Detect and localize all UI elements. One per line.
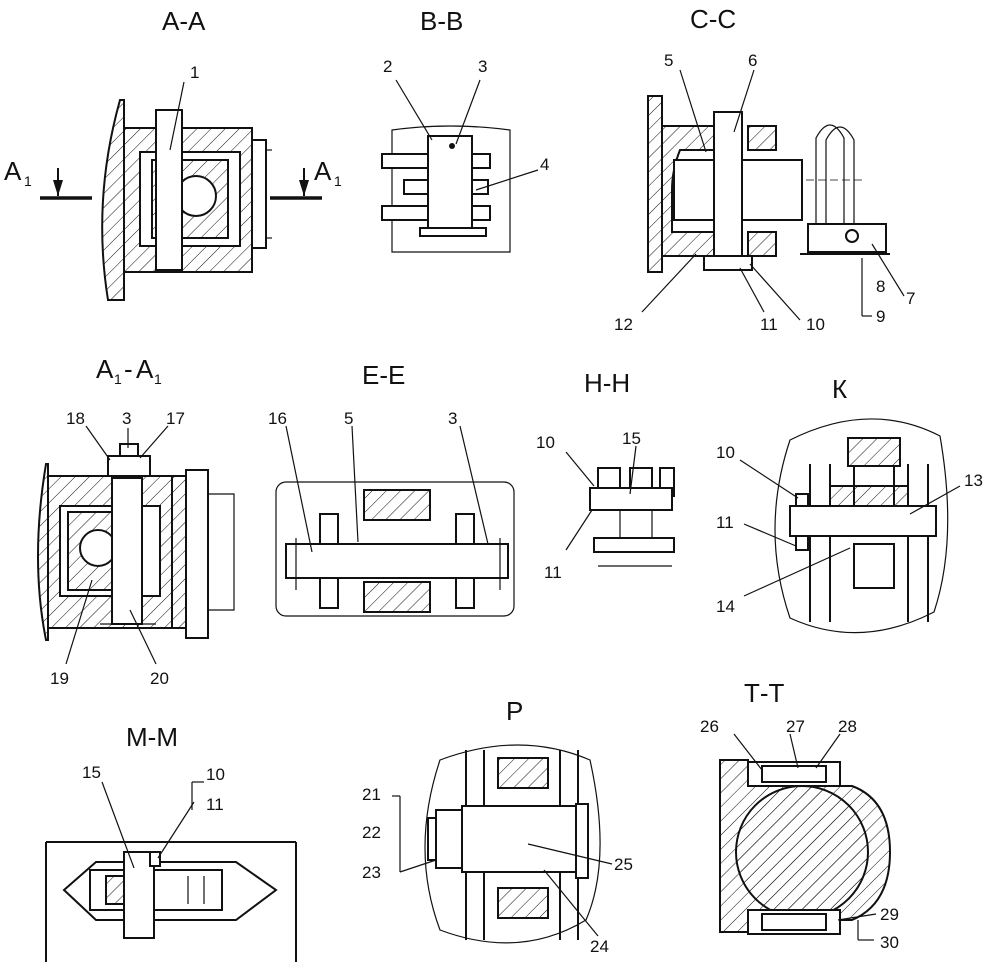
view-c-c-title: С-С: [690, 4, 736, 34]
view-t-t: Т-Т 26 27 28 29 30: [700, 678, 899, 952]
pin-20: [111, 477, 143, 625]
callout-15-m: 15: [82, 763, 101, 782]
section-arrow-label-left: A: [4, 156, 22, 186]
callout-26: 26: [700, 717, 719, 736]
callout-22: 22: [362, 823, 381, 842]
callout-11-h: 11: [544, 563, 562, 582]
callout-30: 30: [880, 933, 899, 952]
view-b-b-title: В-В: [420, 6, 463, 36]
callout-14: 14: [716, 597, 735, 616]
callout-10-h: 10: [536, 433, 555, 452]
pin-25: [461, 805, 577, 873]
round-shaft: [735, 785, 869, 919]
view-e-e: Е-Е 16 5 3: [268, 360, 515, 617]
pin-6: [713, 111, 743, 265]
callout-10-k: 10: [716, 443, 735, 462]
view-t-t-title: Т-Т: [744, 678, 785, 708]
view-m-m: М-М 15 10 11: [45, 722, 297, 962]
pin-13: [789, 505, 937, 537]
view-a-a: А-А A 1 A 1 1: [4, 6, 342, 301]
callout-29: 29: [880, 905, 899, 924]
callout-10-m: 10: [206, 765, 225, 784]
callout-19: 19: [50, 669, 69, 688]
view-a-a-title: А-А: [162, 6, 206, 36]
callout-11: 11: [760, 315, 778, 334]
view-m-m-title: М-М: [126, 722, 178, 752]
callout-3: 3: [478, 57, 487, 76]
pin-2: [427, 135, 473, 229]
view-a1-a1-title-dash: -: [124, 354, 133, 384]
callout-5-e: 5: [344, 409, 353, 428]
view-b-b: В-В 2 3 4: [381, 6, 549, 253]
callout-27: 27: [786, 717, 805, 736]
view-a1-a1-title-sub-a: 1: [114, 371, 122, 387]
callout-4: 4: [540, 155, 549, 174]
callout-11-m: 11: [206, 795, 224, 814]
pin-1: [155, 109, 183, 271]
callout-18: 18: [66, 409, 85, 428]
callout-11-k: 11: [716, 513, 734, 532]
view-k: К 10 13 11 14: [716, 374, 983, 634]
callout-10: 10: [806, 315, 825, 334]
view-h-h-title: Н-Н: [584, 368, 630, 398]
section-arrow-sub-right: 1: [334, 173, 342, 189]
pin-15: [589, 487, 673, 511]
callout-28: 28: [838, 717, 857, 736]
section-arrow-label-right: A: [314, 156, 332, 186]
callout-23: 23: [362, 863, 381, 882]
view-e-e-title: Е-Е: [362, 360, 405, 390]
view-p-title: Р: [506, 696, 523, 726]
callout-5: 5: [664, 51, 673, 70]
callout-9: 9: [876, 307, 885, 326]
wall-section: [101, 99, 125, 301]
callout-21: 21: [362, 785, 381, 804]
callout-7: 7: [906, 289, 915, 308]
pin-16: [285, 543, 509, 579]
view-a1-a1-title-a: А: [96, 354, 114, 384]
callout-8: 8: [876, 277, 885, 296]
callout-3-a1: 3: [122, 409, 131, 428]
view-a1-a1-title-sub-b: 1: [154, 371, 162, 387]
view-c-c: С-С 5 6 7 8 9 10 11 12: [614, 4, 915, 334]
callout-24: 24: [590, 937, 609, 956]
callout-3-e: 3: [448, 409, 457, 428]
callout-25: 25: [614, 855, 633, 874]
callout-20: 20: [150, 669, 169, 688]
section-arrow-sub-left: 1: [24, 173, 32, 189]
callout-2: 2: [383, 57, 392, 76]
callout-16: 16: [268, 409, 287, 428]
callout-1: 1: [190, 63, 199, 82]
callout-13: 13: [964, 471, 983, 490]
view-h-h: Н-Н 10 15 11: [536, 368, 675, 582]
view-a1-a1-title-b: А: [136, 354, 154, 384]
view-k-title: К: [832, 374, 847, 404]
callout-12: 12: [614, 315, 633, 334]
view-p: Р 21 22 23 25 24: [362, 696, 633, 956]
callout-17: 17: [166, 409, 185, 428]
callout-15-h: 15: [622, 429, 641, 448]
callout-6: 6: [748, 51, 757, 70]
view-a1-a1: А 1 - А 1 18 3 17 19 20: [37, 354, 235, 688]
